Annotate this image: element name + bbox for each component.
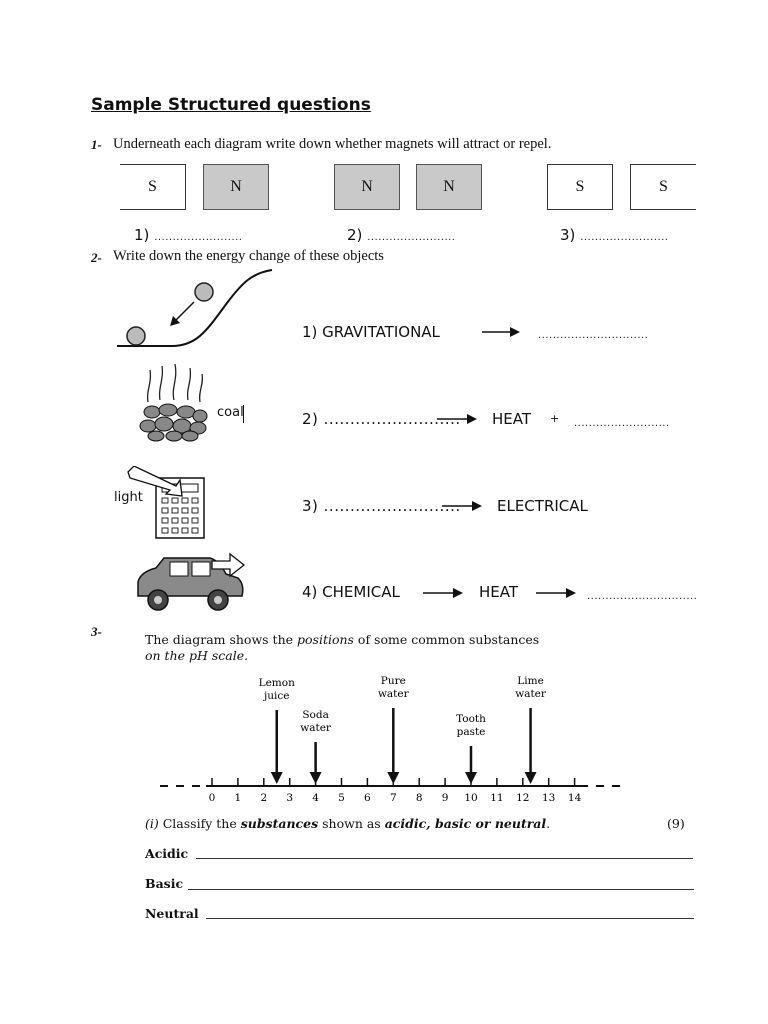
q2-number: 2- [91,250,102,265]
answer-label-acidic: Acidic [145,846,189,861]
arrow-icon [423,588,463,598]
magnet-2-left: N [334,164,400,210]
ph-substance-label: Pure [381,675,406,687]
ph-arrow-head [387,772,400,784]
q1-number: 1- [91,137,102,152]
arrow-icon [437,414,477,424]
q3-part-i: (i) Classify the substances shown as aci… [145,816,551,831]
energy-row-4-end: .............................. [587,591,698,602]
magnet-1-left: S [120,164,186,210]
ph-tick-label: 7 [390,792,397,804]
q1-answer-3: 3) ........................ [560,226,669,244]
energy-row-2-end: .......................... [574,418,670,429]
answer-line-acidic[interactable] [196,858,693,859]
magnet-1-right: N [203,164,269,210]
ph-substance-label: Tooth [456,713,486,725]
answer-label-neutral: Neutral [145,906,199,921]
energy-row-1-end: .............................. [538,330,649,341]
calculator-illustration [127,466,205,539]
ph-tick-label: 9 [442,792,449,804]
answer-label-basic: Basic [145,876,184,891]
ph-substance-label: juice [262,690,289,702]
q2-text: Write down the energy change of these ob… [113,248,384,264]
arrow-icon [442,501,482,511]
ph-arrow-head [270,772,283,784]
answer-line-basic[interactable] [188,889,694,890]
energy-row-2-mid: HEAT [492,410,532,428]
q1-answer-1: 1) ........................ [134,226,243,244]
page-title: Sample Structured questions [91,95,371,115]
q1-answer-2: 2) ........................ [347,226,456,244]
ph-tick-label: 0 [209,792,216,804]
magnet-3-left: S [547,164,613,210]
answer-line-neutral[interactable] [206,918,694,919]
ph-tick-label: 8 [416,792,423,804]
ph-substance-label: Lime [517,675,544,687]
ph-tick-label: 13 [542,792,555,804]
light-label: light [114,490,143,505]
ph-tick-label: 5 [338,792,345,804]
car-illustration [137,552,246,611]
magnet-3-right: S [630,164,696,210]
ph-tick-label: 10 [464,792,477,804]
coal-label: coal [217,405,244,420]
ph-tick-label: 4 [312,792,319,804]
arrow-icon [536,588,576,598]
magnet-2-right: N [416,164,482,210]
ph-tick-label: 14 [568,792,582,804]
q3-intro-line1: The diagram shows the positions of some … [145,632,540,647]
energy-row-2-start: 2) .......................... [302,410,461,428]
q3-marks: (9) [667,816,685,831]
q1-text: Underneath each diagram write down wheth… [113,136,552,152]
ph-substance-label: water [378,688,410,700]
ph-arrow-head [465,772,477,784]
ph-tick-label: 11 [490,792,503,804]
text-cursor [243,405,244,423]
ph-substance-label: paste [457,726,486,738]
slope-ball-illustration [117,269,273,347]
energy-row-3-mid: ELECTRICAL [497,497,588,515]
q3-intro-line2: on the pH scale. [145,648,249,663]
coal-fire-illustration [139,363,208,442]
ph-tick-label: 2 [260,792,267,804]
ph-arrow-head [309,772,322,784]
ph-substance-label: Soda [302,709,329,721]
ph-tick-label: 6 [364,792,371,804]
arrow-icon [482,327,520,337]
ph-substance-label: Lemon [259,677,295,689]
ph-tick-label: 1 [235,792,242,804]
plus-sign: + [550,412,560,425]
energy-row-1-start: 1) GRAVITATIONAL [302,323,440,341]
ph-tick-label: 3 [286,792,293,804]
ph-tick-label: 12 [516,792,529,804]
ph-arrow-head [524,772,537,784]
ph-substance-label: water [515,688,547,700]
energy-row-4-mid: HEAT [479,583,519,601]
energy-row-4-start: 4) CHEMICAL [302,583,400,601]
energy-row-3-start: 3) .......................... [302,497,461,515]
q3-number: 3- [91,624,102,639]
ph-substance-label: water [300,722,332,734]
